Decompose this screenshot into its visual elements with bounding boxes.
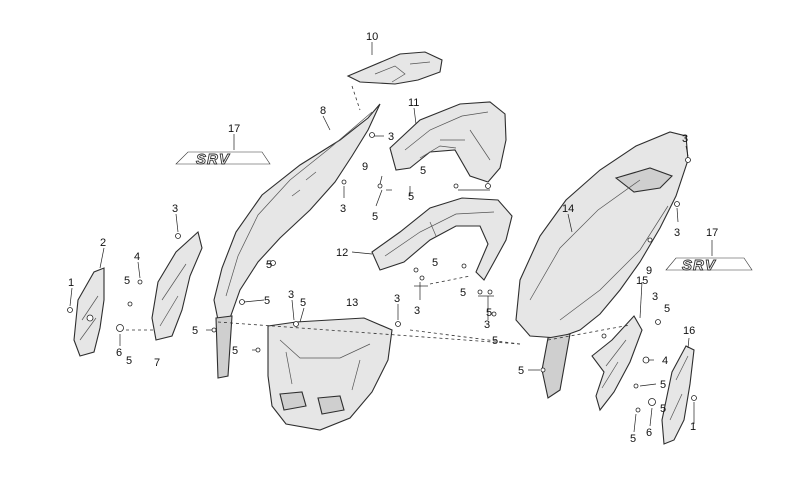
callout-3-i: 3 [674,227,680,239]
callout-3-f: 3 [414,305,420,317]
callout-3-h: 3 [682,133,688,145]
callout-9-left: 9 [362,161,368,173]
callout-15: 15 [636,275,648,287]
callout-14: 14 [562,203,574,215]
part-14-side-panel [515,131,689,399]
callout-5-k: 5 [432,257,438,269]
callout-5-i: 5 [420,165,426,177]
part-16-right-trim [661,345,695,445]
callout-8: 8 [320,105,326,117]
callout-13: 13 [346,297,358,309]
callout-6-left: 6 [116,347,122,359]
callout-5-f: 5 [266,259,272,271]
callout-11: 11 [408,97,419,109]
part-2-left-trim [73,267,105,357]
callout-3-j: 3 [652,291,658,303]
callout-3-c: 3 [340,203,346,215]
srv-logo-right: SRV [682,257,717,274]
callout-3-e: 3 [394,293,400,305]
callout-3-g: 3 [484,319,490,331]
part-15-right-bracket [591,315,643,412]
callout-10: 10 [366,31,378,43]
callout-5-b: 5 [126,355,132,367]
callout-3-b: 3 [388,131,394,143]
part-7-left-bracket [151,230,203,341]
srv-logo-left: SRV [196,151,231,168]
callout-4-right: 4 [662,355,668,367]
callout-5-p: 5 [664,303,670,315]
callout-5-n: 5 [492,335,498,347]
callout-1-right: 1 [690,421,696,433]
part-10-top-cover [346,51,443,85]
callout-5-d: 5 [232,345,238,357]
callout-5-o: 5 [518,365,524,377]
part-8-front-panel [213,103,381,379]
callout-5-h: 5 [372,211,378,223]
fasteners [67,132,697,413]
assembly-lines [120,85,631,345]
callout-5-a: 5 [124,275,130,287]
callout-4-left: 4 [134,251,140,263]
callout-7: 7 [154,357,160,369]
callout-5-m: 5 [486,307,492,319]
part-17-decal-left: SRV [175,151,271,168]
part-11-handlebar-cover [389,101,507,183]
callout-1-left: 1 [68,277,74,289]
callout-5-r: 5 [630,433,636,445]
callout-labels: 10 11 8 17 17 14 12 13 2 1 1 6 6 7 15 16… [68,31,718,445]
callout-5-q: 5 [660,379,666,391]
callout-2: 2 [100,237,106,249]
callout-5-e: 5 [264,295,270,307]
callout-5-j: 5 [408,191,414,203]
callout-5-g: 5 [300,297,306,309]
leader-lines [69,107,713,433]
part-17-decal-right: SRV [665,257,753,274]
callout-17-right: 17 [706,227,718,239]
callout-6-right: 6 [646,427,652,439]
callout-17-left: 17 [228,123,240,135]
callout-5-s: 5 [660,403,666,415]
callout-16: 16 [683,325,695,337]
part-13-lower-cover [267,317,393,431]
callout-12: 12 [336,247,348,259]
callout-3-a: 3 [172,203,178,215]
callout-5-l: 5 [460,287,466,299]
callout-5-c: 5 [192,325,198,337]
part-12-inner-cover [371,197,513,281]
callout-3-d: 3 [288,289,294,301]
callout-9-right: 9 [646,265,652,277]
